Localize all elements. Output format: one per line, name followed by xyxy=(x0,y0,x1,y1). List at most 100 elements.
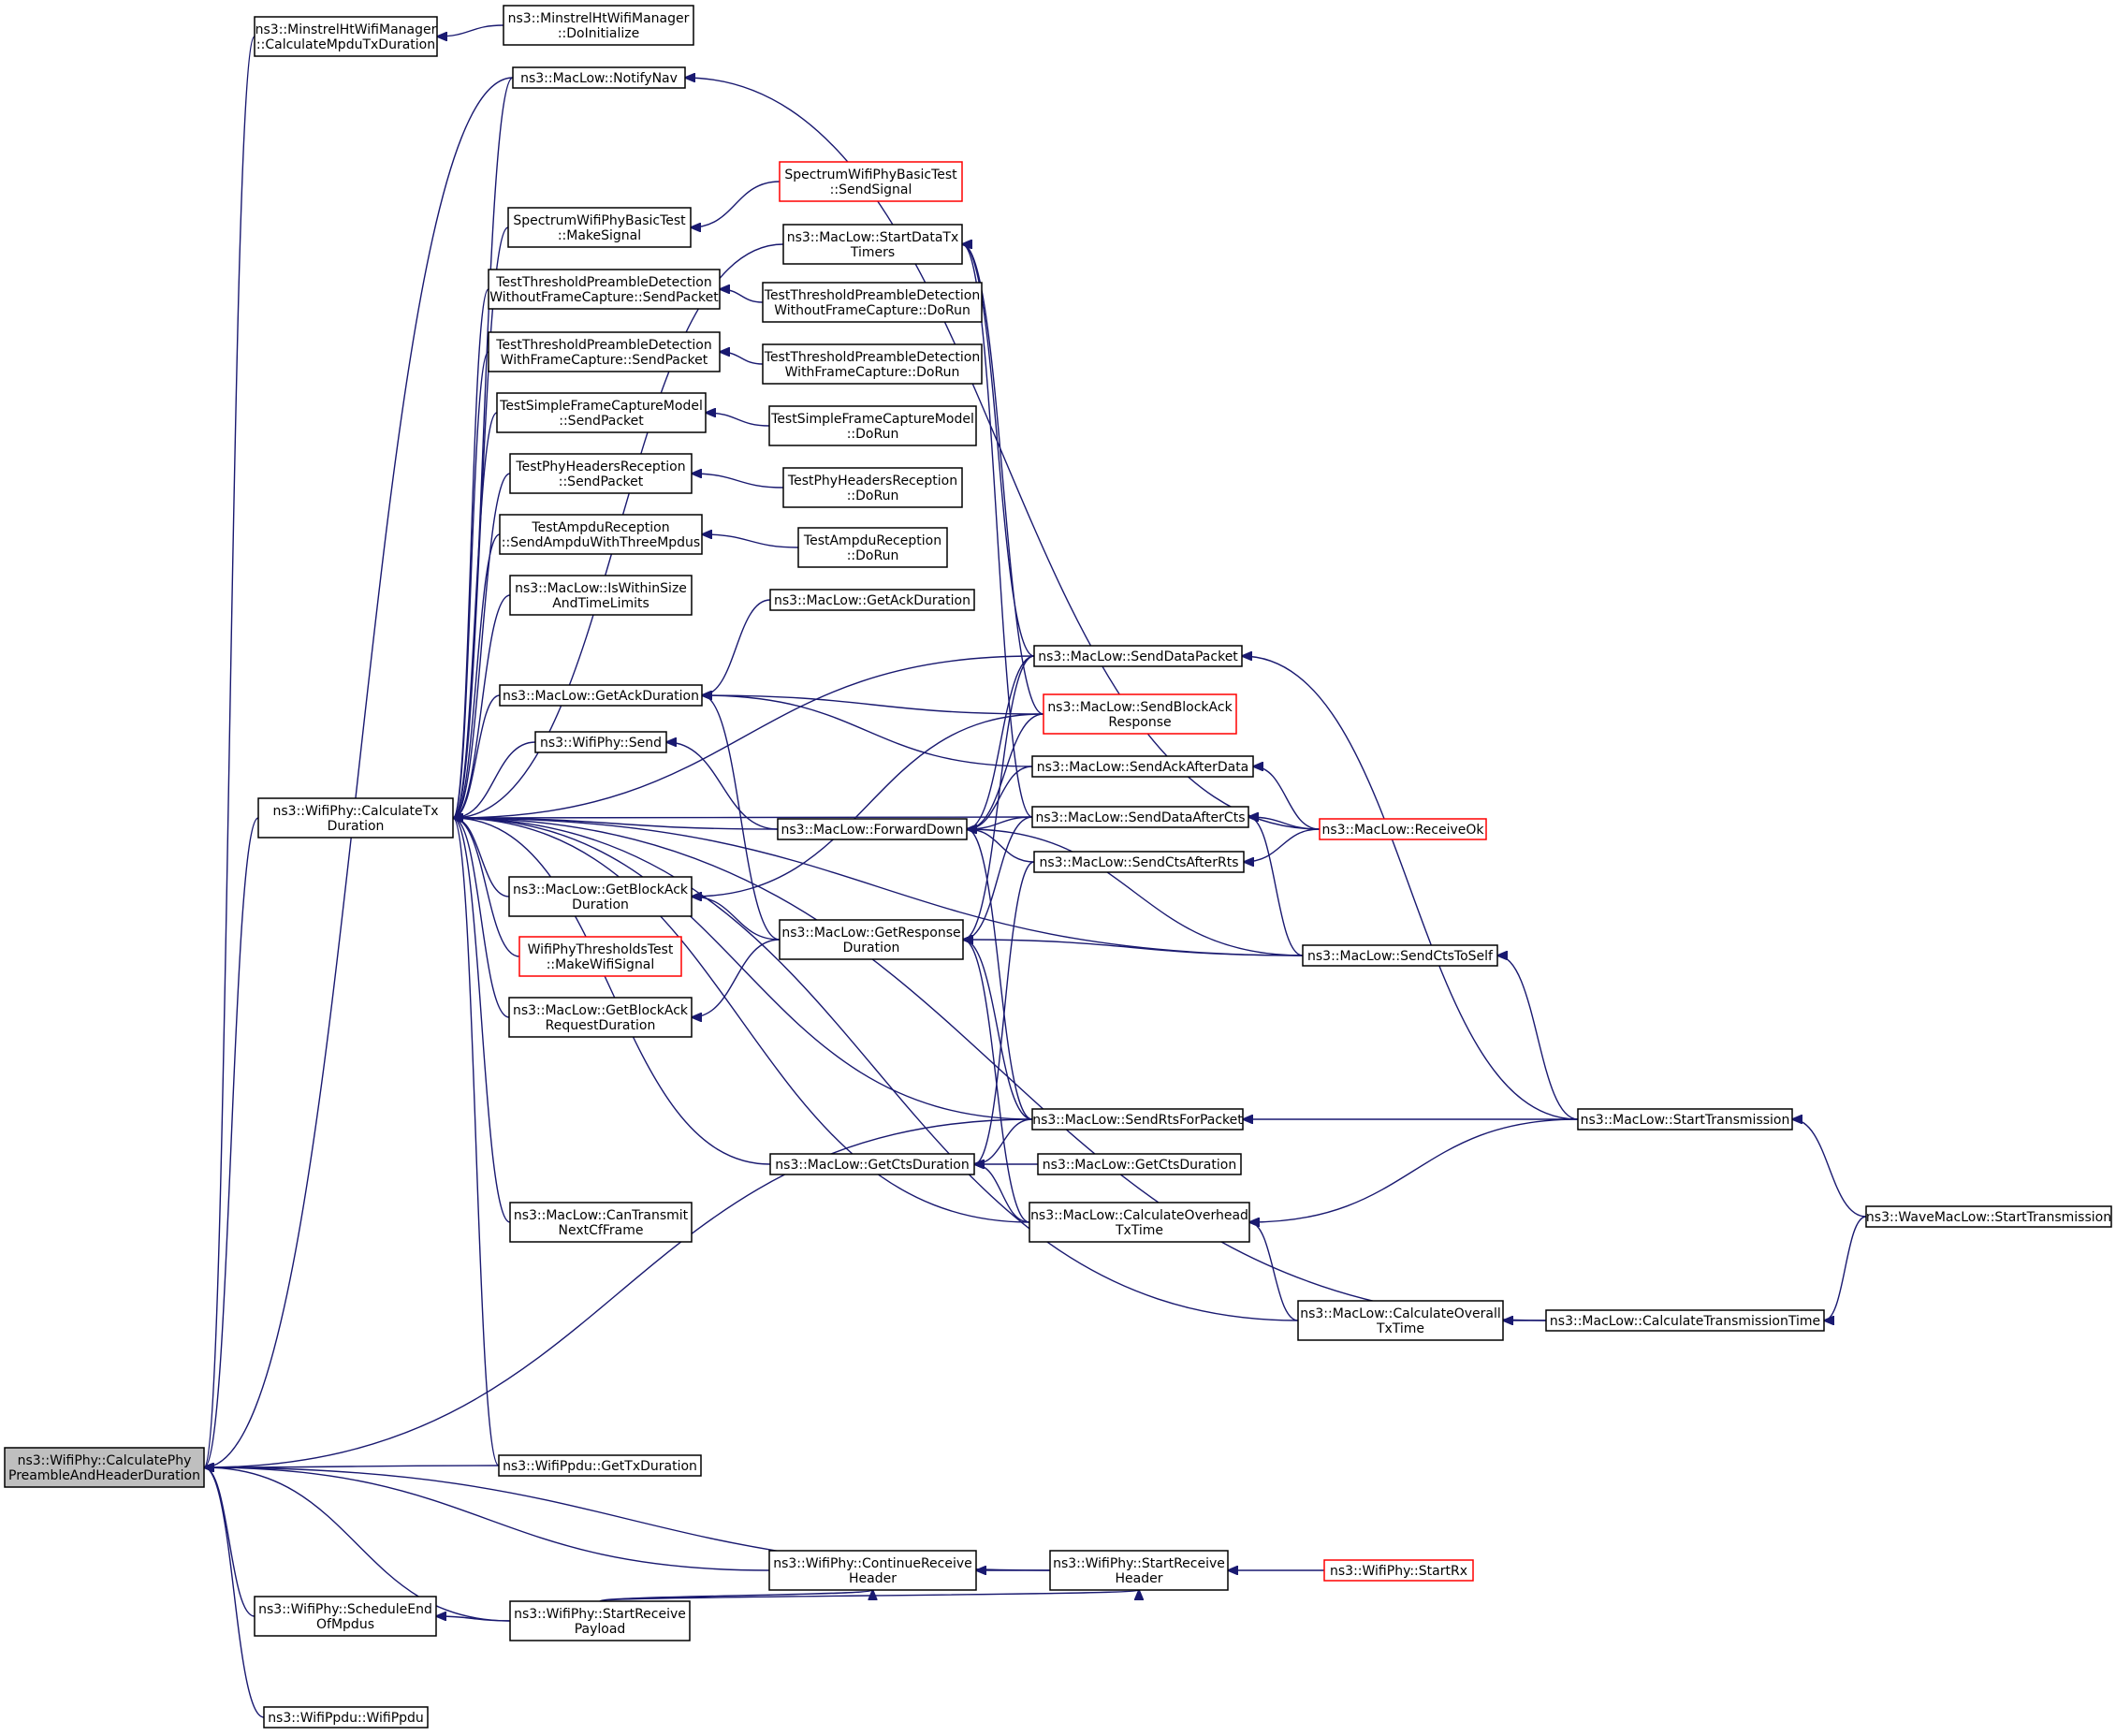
node-box[interactable] xyxy=(509,453,693,494)
node-tphr_run[interactable]: TestPhyHeadersReception::DoRun xyxy=(782,467,963,508)
node-box[interactable] xyxy=(498,1454,702,1477)
node-box[interactable] xyxy=(499,684,703,707)
node-tpd_w_run[interactable]: TestThresholdPreambleDetectionWithFrameC… xyxy=(762,343,983,385)
node-box[interactable] xyxy=(1031,806,1249,828)
node-box[interactable] xyxy=(257,797,454,839)
node-getack2[interactable]: ns3::MacLow::GetAckDuration xyxy=(769,589,975,611)
node-spec_make[interactable]: SpectrumWifiPhyBasicTest::MakeSignal xyxy=(507,207,692,248)
node-box[interactable] xyxy=(254,16,438,57)
node-box[interactable] xyxy=(534,731,667,753)
node-box[interactable] xyxy=(263,1706,429,1729)
node-box[interactable] xyxy=(1319,818,1487,840)
node-box[interactable] xyxy=(507,207,692,248)
node-box[interactable] xyxy=(4,1447,205,1488)
node-box[interactable] xyxy=(1037,1153,1242,1175)
node-tsfc_send[interactable]: TestSimpleFrameCaptureModel::SendPacket xyxy=(496,392,707,433)
node-tphr_send[interactable]: TestPhyHeadersReception::SendPacket xyxy=(509,453,693,494)
node-tpd_wo_send[interactable]: TestThresholdPreambleDetectionWithoutFra… xyxy=(488,269,721,310)
node-wave_start[interactable]: ns3::WaveMacLow::StartTransmission xyxy=(1865,1205,2112,1228)
node-root[interactable]: ns3::WifiPhy::CalculatePhyPreambleAndHea… xyxy=(4,1447,205,1488)
node-tar_send[interactable]: TestAmpduReception::SendAmpduWithThreeMp… xyxy=(499,514,703,555)
node-box[interactable] xyxy=(496,392,707,433)
node-box[interactable] xyxy=(1033,645,1243,667)
node-minstrel_init[interactable]: ns3::MinstrelHtWifiManager::DoInitialize xyxy=(503,5,694,46)
node-box[interactable] xyxy=(1031,1108,1244,1131)
node-box[interactable] xyxy=(1033,851,1245,873)
node-box[interactable] xyxy=(779,161,963,202)
node-box[interactable] xyxy=(1043,693,1237,735)
node-tar_run[interactable]: TestAmpduReception::DoRun xyxy=(797,527,948,568)
node-sendctsafterrts[interactable]: ns3::MacLow::SendCtsAfterRts xyxy=(1033,851,1245,873)
node-box[interactable] xyxy=(769,1153,975,1175)
node-box[interactable] xyxy=(518,936,682,977)
node-getcts2[interactable]: ns3::MacLow::GetCtsDuration xyxy=(1037,1153,1242,1175)
node-box[interactable] xyxy=(777,818,968,840)
node-getcts1[interactable]: ns3::MacLow::GetCtsDuration xyxy=(769,1153,975,1175)
node-box[interactable] xyxy=(254,1596,437,1637)
node-box[interactable] xyxy=(488,331,721,372)
node-box[interactable] xyxy=(779,919,964,960)
node-getack1[interactable]: ns3::MacLow::GetAckDuration xyxy=(499,684,703,707)
node-box[interactable] xyxy=(488,269,721,310)
node-box[interactable] xyxy=(1029,1202,1250,1243)
node-box[interactable] xyxy=(782,467,963,508)
node-tpd_wo_run[interactable]: TestThresholdPreambleDetectionWithoutFra… xyxy=(762,282,983,323)
node-ppdu_gettx[interactable]: ns3::WifiPpdu::GetTxDuration xyxy=(498,1454,702,1477)
node-tpd_w_send[interactable]: TestThresholdPreambleDetectionWithFrameC… xyxy=(488,331,721,372)
node-box[interactable] xyxy=(508,997,693,1038)
node-box[interactable] xyxy=(1049,1550,1229,1591)
node-box[interactable] xyxy=(499,514,703,555)
node-box[interactable] xyxy=(768,1550,977,1591)
node-box[interactable] xyxy=(512,66,686,89)
node-box[interactable] xyxy=(1577,1108,1793,1131)
node-wifiphysend[interactable]: ns3::WifiPhy::Send xyxy=(534,731,667,753)
node-box[interactable] xyxy=(509,1202,693,1243)
node-spec_send[interactable]: SpectrumWifiPhyBasicTest::SendSignal xyxy=(779,161,963,202)
node-sendrts[interactable]: ns3::MacLow::SendRtsForPacket xyxy=(1031,1108,1244,1131)
node-box[interactable] xyxy=(762,343,983,385)
node-starttrans[interactable]: ns3::MacLow::StartTransmission xyxy=(1577,1108,1793,1131)
node-box[interactable] xyxy=(1297,1300,1504,1341)
node-box[interactable] xyxy=(762,282,983,323)
node-senddataaftercts[interactable]: ns3::MacLow::SendDataAfterCts xyxy=(1031,806,1249,828)
node-tsfc_run[interactable]: TestSimpleFrameCaptureModel::DoRun xyxy=(768,405,977,446)
node-box[interactable] xyxy=(508,876,693,917)
node-wpt_make[interactable]: WifiPhyThresholdsTest::MakeWifiSignal xyxy=(518,936,682,977)
node-box[interactable] xyxy=(503,5,694,46)
node-box[interactable] xyxy=(782,224,963,265)
node-box[interactable] xyxy=(769,589,975,611)
node-box[interactable] xyxy=(1302,944,1498,967)
node-box[interactable] xyxy=(509,575,693,616)
node-box[interactable] xyxy=(797,527,948,568)
node-calctranstime[interactable]: ns3::MacLow::CalculateTransmissionTime xyxy=(1545,1309,1825,1332)
node-box[interactable] xyxy=(768,405,977,446)
node-box[interactable] xyxy=(1031,755,1254,778)
node-box[interactable] xyxy=(509,1600,691,1641)
node-wifippdu[interactable]: ns3::WifiPpdu::WifiPpdu xyxy=(263,1706,429,1729)
node-minstrel_calc[interactable]: ns3::MinstrelHtWifiManager::CalculateMpd… xyxy=(254,16,438,57)
node-startrx[interactable]: ns3::WifiPhy::StartRx xyxy=(1323,1559,1474,1582)
node-box[interactable] xyxy=(1545,1309,1825,1332)
node-sendackafter[interactable]: ns3::MacLow::SendAckAfterData xyxy=(1031,755,1254,778)
node-senddatapacket[interactable]: ns3::MacLow::SendDataPacket xyxy=(1033,645,1243,667)
node-receiveok[interactable]: ns3::MacLow::ReceiveOk xyxy=(1319,818,1487,840)
node-box[interactable] xyxy=(1865,1205,2112,1228)
node-box[interactable] xyxy=(1323,1559,1474,1582)
node-forwarddown[interactable]: ns3::MacLow::ForwardDown xyxy=(777,818,968,840)
node-notifynav[interactable]: ns3::MacLow::NotifyNav xyxy=(512,66,686,89)
node-sendctstoself[interactable]: ns3::MacLow::SendCtsToSelf xyxy=(1302,944,1498,967)
